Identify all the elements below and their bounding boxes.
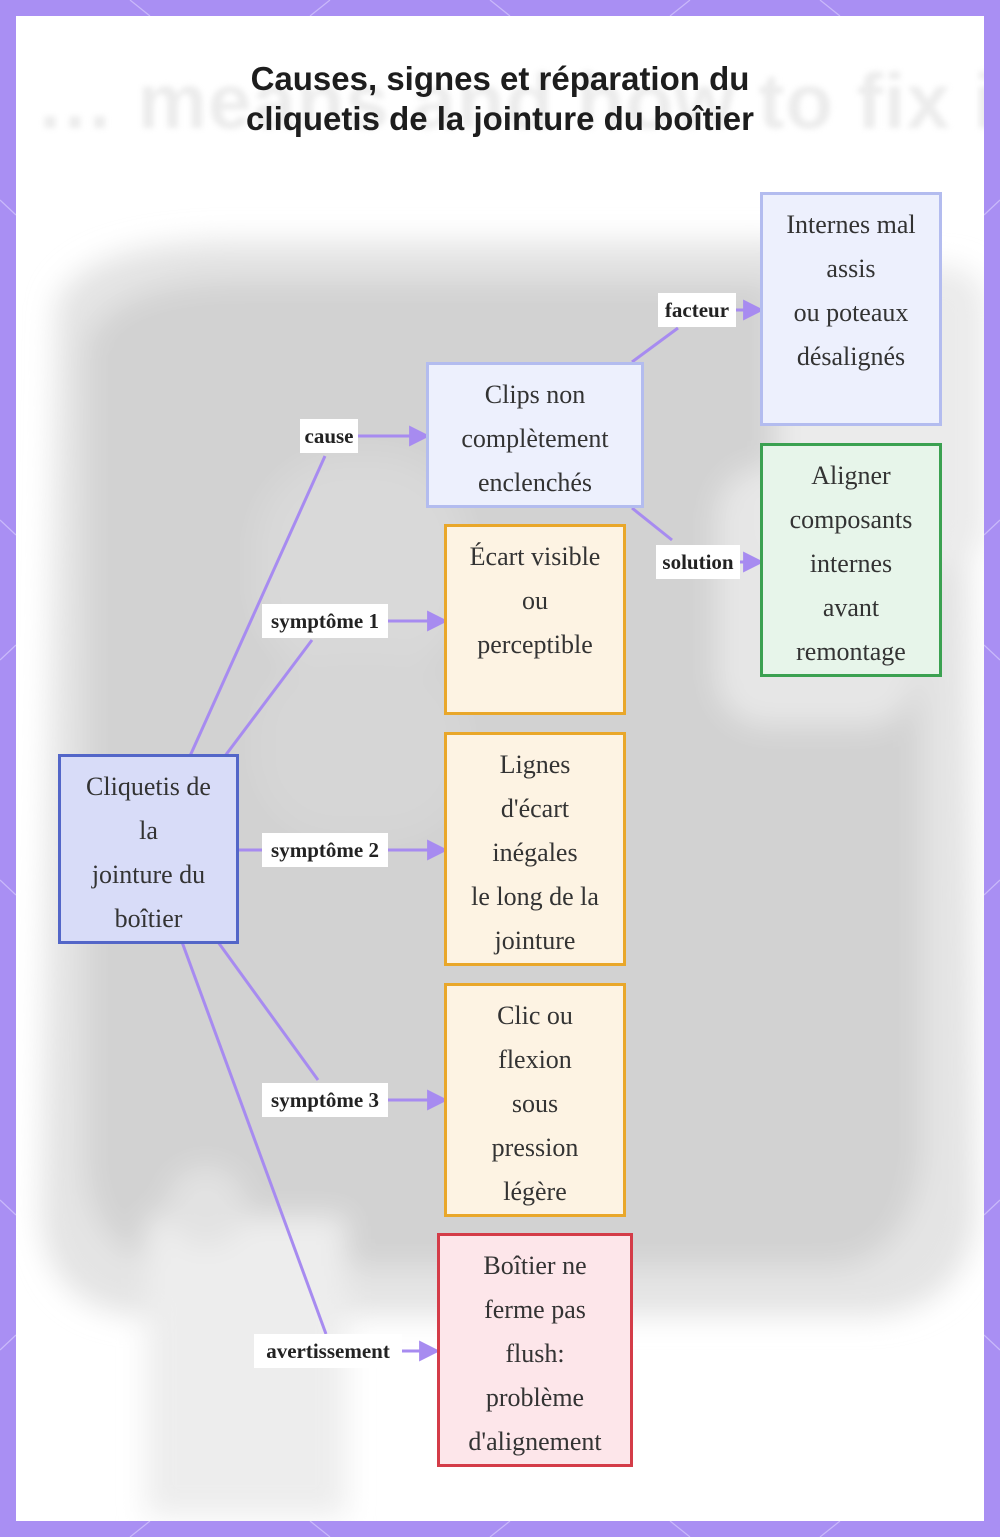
- edge-root-to-cause: [188, 455, 327, 757]
- node-factor-line: ou poteaux: [793, 298, 909, 327]
- edge-label-solution: solution: [656, 545, 740, 579]
- node-warning-line: d'alignement: [468, 1427, 602, 1456]
- node-cause-line: complètement: [461, 424, 609, 453]
- edge-label-warning: avertissement: [254, 1334, 402, 1368]
- edge-label-symptom1: symptôme 1: [262, 604, 388, 638]
- node-cause-clips[interactable]: Clips non complètement enclenchés: [426, 362, 644, 508]
- node-solution-line: remontage: [796, 637, 906, 666]
- node-symptom2-line: Lignes: [499, 750, 571, 779]
- edge-root-to-symptom1: [223, 639, 314, 757]
- edge-label-symptom2: symptôme 2: [262, 833, 388, 867]
- edge-root-to-warning: [180, 941, 328, 1335]
- node-solution-line: internes: [809, 549, 893, 578]
- node-symptom3-line: pression: [491, 1133, 579, 1162]
- node-warning-line: Boîtier ne: [483, 1251, 587, 1280]
- node-symptom2-line: le long de la: [471, 882, 599, 911]
- background-watermark: … means and how to fix it: [36, 57, 984, 145]
- node-symptom3-line: légère: [503, 1177, 567, 1206]
- node-factor-internals[interactable]: Internes mal assis ou poteaux désalignés: [760, 192, 942, 426]
- node-warning-line: ferme pas: [484, 1295, 586, 1324]
- title-line-1: Causes, signes et réparation du: [250, 60, 750, 97]
- node-cause-line: Clips non: [484, 380, 586, 409]
- node-factor-line: Internes mal: [786, 210, 916, 239]
- node-root-line: jointure du: [91, 860, 206, 889]
- node-symptom1-line: perceptible: [477, 630, 593, 659]
- node-warning-line: problème: [485, 1383, 585, 1412]
- node-cause-line: enclenchés: [477, 468, 593, 497]
- diagram-title: Causes, signes et réparation du cliqueti…: [0, 59, 1000, 139]
- node-root[interactable]: Cliquetis de la jointure du boîtier: [58, 754, 239, 944]
- node-factor-line: assis: [826, 254, 876, 283]
- node-solution-line: composants: [789, 505, 913, 534]
- node-warning-line: flush:: [505, 1339, 565, 1368]
- node-solution-line: Aligner: [811, 461, 891, 490]
- node-symptom3-line: sous: [511, 1089, 559, 1118]
- node-solution-line: avant: [822, 593, 880, 622]
- node-warning[interactable]: Boîtier ne ferme pas flush: problème d'a…: [437, 1233, 633, 1467]
- node-symptom3-line: flexion: [498, 1045, 572, 1074]
- node-symptom-2[interactable]: Lignes d'écart inégales le long de la jo…: [444, 732, 626, 966]
- node-symptom3-line: Clic ou: [497, 1001, 573, 1030]
- edge-label-factor: facteur: [658, 293, 736, 327]
- node-symptom2-line: inégales: [492, 838, 578, 867]
- node-root-line: la: [139, 816, 158, 845]
- node-symptom-1[interactable]: Écart visible ou perceptible: [444, 524, 626, 715]
- node-symptom-3[interactable]: Clic ou flexion sous pression légère: [444, 983, 626, 1217]
- node-symptom2-line: d'écart: [500, 794, 570, 823]
- node-symptom1-line: ou: [522, 586, 548, 615]
- title-line-2: cliquetis de la jointure du boîtier: [246, 100, 754, 137]
- node-root-line: boîtier: [114, 904, 183, 933]
- edge-cause-to-solution: [631, 506, 673, 542]
- edge-cause-to-factor: [631, 326, 679, 364]
- node-solution-align[interactable]: Aligner composants internes avant remont…: [760, 443, 942, 677]
- node-symptom1-line: Écart visible: [469, 542, 601, 571]
- node-symptom2-line: jointure: [494, 926, 576, 955]
- node-factor-line: désalignés: [796, 342, 906, 371]
- edge-label-symptom3: symptôme 3: [262, 1083, 388, 1117]
- edge-root-to-symptom3: [216, 941, 320, 1081]
- node-root-line: Cliquetis de: [86, 772, 211, 801]
- edge-label-cause: cause: [300, 419, 358, 453]
